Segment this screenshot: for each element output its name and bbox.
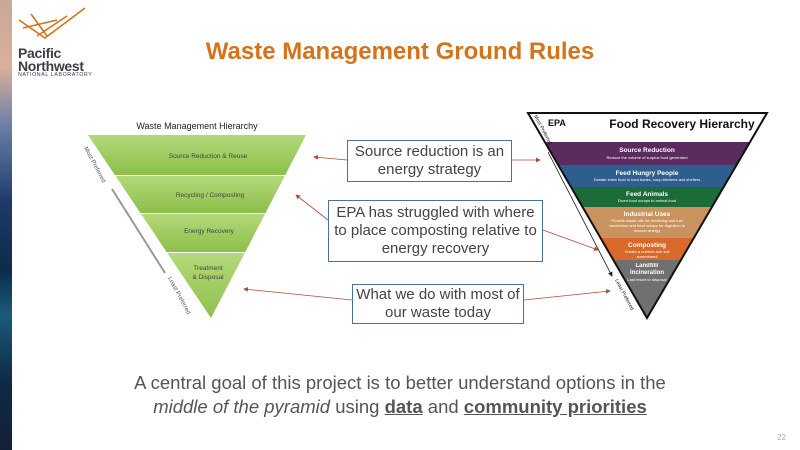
svg-text:Source Reduction: Source Reduction: [619, 147, 675, 154]
food-level-source-reduction: [528, 142, 767, 165]
callout-arrows: [243, 154, 611, 301]
logo-subtext: NATIONAL LABORATORY: [18, 72, 93, 78]
callout-landfill: What we do with most of our waste today: [352, 284, 524, 324]
epa-logo: EPA: [548, 118, 566, 128]
goal-statement: A central goal of this project is to bet…: [134, 372, 666, 417]
svg-text:Treatment: Treatment: [193, 265, 223, 272]
food-hierarchy-title: Food Recovery Hierarchy: [609, 117, 755, 131]
callout-source-reduction: Source reduction is an energy strategy: [347, 140, 512, 182]
pnnl-logo-icon: [18, 7, 86, 39]
svg-text:Feed Animals: Feed Animals: [626, 191, 668, 198]
level-source-reduction: [88, 135, 306, 175]
slide-title: Waste Management Ground Rules: [205, 38, 595, 65]
preference-bar: [111, 188, 166, 274]
svg-text:Feed Hungry People: Feed Hungry People: [616, 170, 679, 177]
waste-hierarchy-title: Waste Management Hierarchy: [136, 121, 258, 131]
food-level-feed-people: [528, 165, 767, 187]
svg-text:Divert food scraps to animal f: Divert food scraps to animal food: [618, 198, 676, 203]
svg-text:Source Reduction & Reuse: Source Reduction & Reuse: [169, 153, 248, 160]
svg-text:Recycling / Composting: Recycling / Composting: [176, 192, 245, 199]
svg-text:Composting: Composting: [628, 242, 666, 249]
callout-composting: EPA has struggled with where to place co…: [328, 200, 543, 262]
svg-text:Energy Recovery: Energy Recovery: [184, 228, 235, 235]
svg-text:Reduce the volume of surplus f: Reduce the volume of surplus food genera…: [607, 155, 688, 160]
svg-text:& Disposal: & Disposal: [192, 274, 224, 281]
decorative-side-image: [0, 0, 12, 450]
svg-text:Industrial Uses: Industrial Uses: [624, 211, 671, 218]
page-number: 22: [777, 433, 786, 442]
level-treatment: [88, 253, 306, 318]
svg-text:Donate extra food to food bank: Donate extra food to food banks, soup ki…: [594, 177, 701, 182]
food-level-feed-animals: [528, 187, 767, 207]
